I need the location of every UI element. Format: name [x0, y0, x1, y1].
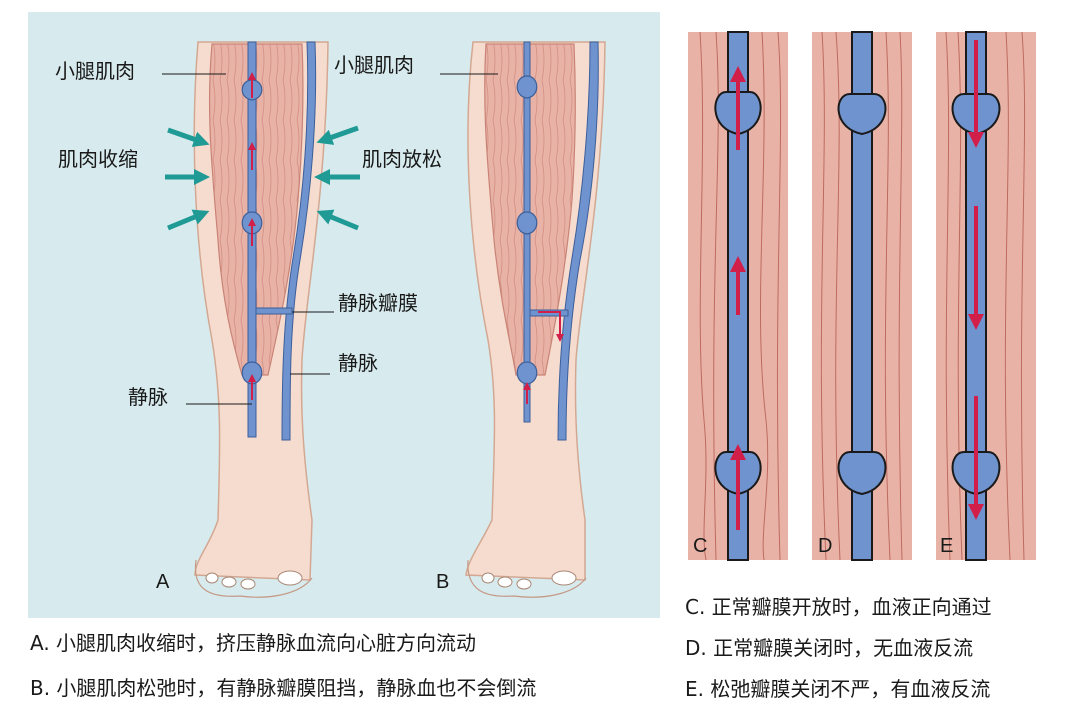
panel-c-fibers: [699, 31, 782, 561]
contract-arrows: [165, 125, 360, 231]
panel-letter-d: D: [818, 535, 832, 557]
caption-d: D. 正常瓣膜关闭时，无血液反流: [685, 636, 974, 660]
label-muscle-relax: 肌肉放松: [362, 147, 442, 171]
leader-lines: [162, 73, 498, 405]
label-muscle-contract: 肌肉收缩: [58, 147, 138, 171]
panel-d: D: [812, 31, 912, 561]
leg-a-toenails: [205, 570, 303, 590]
leg-a-superficial-vein: [281, 41, 317, 441]
leg-b-blocked-flow-arrow: [538, 311, 564, 342]
panel-d-vein: [851, 31, 873, 561]
leg-a-perforator-vein: [255, 307, 293, 315]
label-vein-right: 静脉: [338, 351, 378, 375]
leg-a-foot-outline: [194, 559, 313, 598]
panel-e: E: [936, 31, 1036, 561]
label-vein-left: 静脉: [128, 385, 168, 409]
caption-e: E. 松弛瓣膜关闭不严，有血液反流: [685, 677, 991, 701]
panel-d-valves-closed: [837, 93, 887, 496]
label-calf-muscle-b: 小腿肌肉: [334, 53, 414, 77]
label-valve: 静脉瓣膜: [338, 291, 418, 315]
caption-b: B. 小腿肌肉松弛时，有静脉瓣膜阻挡，静脉血也不会倒流: [30, 676, 537, 700]
leg-b-valves: [516, 75, 538, 385]
leg-b-superficial-vein: [557, 41, 599, 441]
panel-letter-b: B: [436, 571, 449, 593]
panel-letter-a: A: [156, 571, 170, 593]
panel-c: C: [688, 31, 788, 561]
caption-a: A. 小腿肌肉收缩时，挤压静脉血流向心脏方向流动: [30, 631, 477, 655]
panel-d-fibers: [820, 31, 903, 561]
label-calf-muscle-a: 小腿肌肉: [55, 59, 135, 83]
leg-b: [465, 41, 606, 598]
leg-a: [165, 41, 360, 598]
panel-letter-c: C: [693, 535, 707, 557]
leg-b-foot-outline: [467, 559, 587, 598]
panel-letter-e: E: [940, 535, 953, 557]
leg-b-toenails: [481, 570, 577, 590]
caption-c: C. 正常瓣膜开放时，血液正向通过: [685, 595, 992, 619]
